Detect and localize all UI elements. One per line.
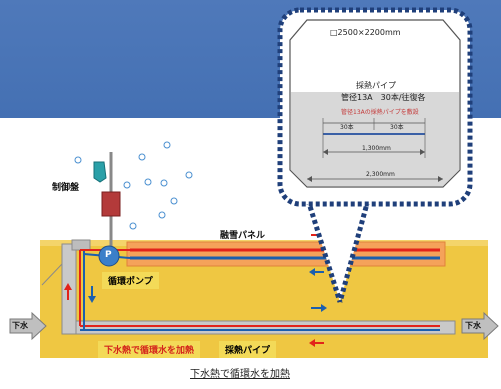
control-panel-label: 制御盤 [52,183,80,193]
inset-dimension-label: □2500×2200mm [330,28,401,37]
arrow-left-red [309,339,324,347]
inset-count-right: 30本 [390,124,404,131]
arrow-down-blue [88,286,96,303]
inset-pipe-title: 採熱パイプ [356,81,396,90]
inset-pipe-spec: 管径13A 30本/往復各 [341,93,426,102]
control-cabinet [101,191,121,217]
sewer-pipe [61,320,456,335]
heat-pipe-label: 採熱パイプ [219,341,277,358]
pump-letter: P [105,250,112,260]
inset-width-inner: 1,300mm [362,145,391,152]
heat-panel-slab [126,241,446,267]
sewage-in-arrow [9,311,47,341]
circulation-pump-label: 循環ポンプ [102,272,159,289]
pump-body [98,245,120,267]
inset-water-bottom [291,170,459,186]
diagram-caption: 下水熱で循環水を加熱 [190,369,290,380]
arrow-left-blue-1 [309,268,324,276]
heat-panel-label: 融雪パネル [220,231,266,241]
sewer-outline [41,263,63,286]
inset-water [291,92,459,170]
inset-width-outer: 2,300mm [366,171,395,178]
callout-line-right [337,199,371,303]
arrow-up-red [64,283,72,300]
inset-pipe-note: 管径13Aの採熱パイプを敷設 [341,109,419,116]
snow-particles [74,141,193,230]
inset-count-left: 30本 [340,124,354,131]
callout-line-left [305,199,343,303]
sensor-head [93,161,107,183]
shaft-cap [71,239,91,251]
sewage-in-label: 下水 [12,321,28,330]
callout-pointer [308,200,368,302]
sewage-out-arrow [461,311,499,341]
sewage-out-label: 下水 [465,321,481,330]
sewage-heat-label: 下水熱で循環水を加熱 [98,341,201,358]
arrow-right-blue [311,304,327,312]
